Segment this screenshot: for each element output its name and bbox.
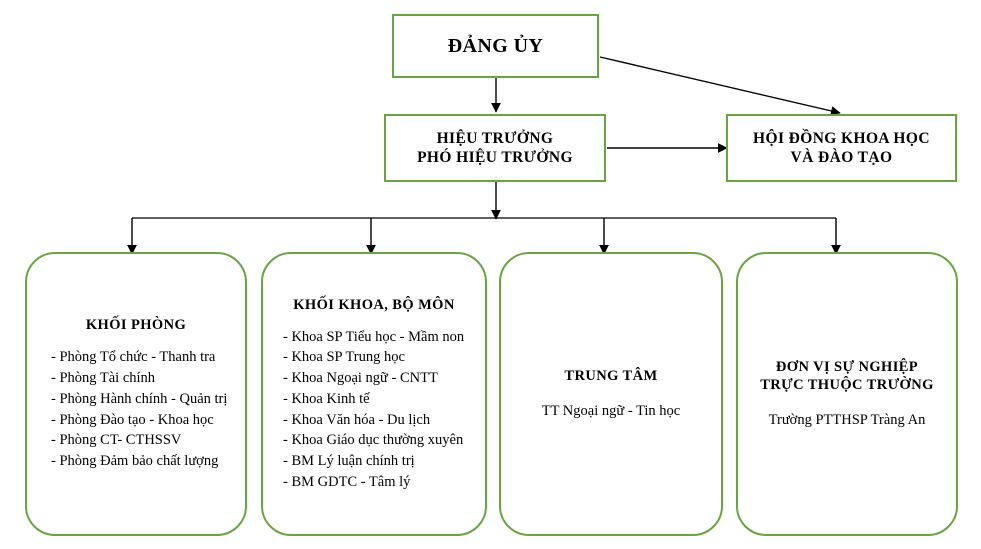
list-item: - BM Lý luận chính trị bbox=[283, 453, 415, 470]
list-item: - Phòng Tài chính bbox=[51, 370, 156, 387]
node-don-vi-subtitle: Trường PTTHSP Tràng An bbox=[768, 411, 926, 428]
node-hoi-dong-khoa-hoc[interactable]: HỘI ĐỒNG KHOA HỌC VÀ ĐÀO TẠO bbox=[726, 114, 957, 182]
node-hoi-dong-title-line-1: HỘI ĐỒNG KHOA HỌC bbox=[753, 129, 930, 147]
node-khoi-khoa-list: - Khoa SP Tiểu học - Mầm non - Khoa SP Tr… bbox=[263, 327, 464, 493]
list-item: - Phòng Đảm bảo chất lượng bbox=[51, 453, 219, 470]
list-item: - Phòng CT- CTHSSV bbox=[51, 432, 182, 449]
node-dang-uy[interactable]: ĐẢNG ỦY bbox=[392, 14, 599, 78]
node-hieu-truong-title-line-1: HIỆU TRƯỞNG bbox=[436, 129, 554, 147]
list-item: - Phòng Tổ chức - Thanh tra bbox=[51, 349, 216, 366]
node-trung-tam-title: TRUNG TÂM bbox=[564, 367, 658, 384]
list-item: - BM GDTC - Tâm lý bbox=[283, 473, 411, 490]
node-trung-tam-subtitle: TT Ngoại ngữ - Tin học bbox=[541, 402, 681, 419]
node-hieu-truong[interactable]: HIỆU TRƯỞNG PHÓ HIỆU TRƯỞNG bbox=[384, 114, 606, 182]
node-hieu-truong-title: HIỆU TRƯỞNG PHÓ HIỆU TRƯỞNG bbox=[417, 129, 573, 168]
node-hoi-dong-khoa-hoc-title: HỘI ĐỒNG KHOA HỌC VÀ ĐÀO TẠO bbox=[753, 129, 930, 168]
list-item: - Phòng Hành chính - Quản trị bbox=[51, 390, 228, 407]
node-don-vi-title-line-1: ĐƠN VỊ SỰ NGHIỆP bbox=[775, 358, 919, 375]
node-dang-uy-title: ĐẢNG ỦY bbox=[447, 34, 544, 57]
node-khoi-phong[interactable]: KHỐI PHÒNG - Phòng Tổ chức - Thanh tra- … bbox=[25, 252, 247, 536]
list-item: - Phòng Đào tạo - Khoa học bbox=[51, 411, 214, 428]
node-don-vi-su-nghiep[interactable]: ĐƠN VỊ SỰ NGHIỆP TRỰC THUỘC TRƯỜNG Trườn… bbox=[736, 252, 958, 536]
node-khoi-khoa-title: KHỐI KHOA, BỘ MÔN bbox=[293, 296, 455, 313]
node-khoi-phong-title: KHỐI PHÒNG bbox=[85, 317, 187, 334]
node-khoi-phong-list: - Phòng Tổ chức - Thanh tra - Phòng Tài c… bbox=[27, 347, 227, 471]
list-item: - Khoa Ngoại ngữ - CNTT bbox=[283, 370, 438, 387]
list-item: - Khoa Kinh tế bbox=[283, 390, 370, 407]
list-item: - Khoa SP Tiểu học - Mầm non bbox=[283, 328, 465, 345]
node-khoi-khoa-bo-mon[interactable]: KHỐI KHOA, BỘ MÔN - Khoa SP Tiểu học - M… bbox=[261, 252, 487, 536]
node-hieu-truong-title-line-2: PHÓ HIỆU TRƯỞNG bbox=[417, 149, 573, 166]
node-don-vi-title-line-2: TRỰC THUỘC TRƯỜNG bbox=[760, 376, 934, 393]
node-hoi-dong-title-line-2: VÀ ĐÀO TẠO bbox=[790, 149, 893, 166]
node-trung-tam[interactable]: TRUNG TÂM TT Ngoại ngữ - Tin học bbox=[499, 252, 723, 536]
connector-dangui-to-hoidong bbox=[599, 56, 841, 116]
list-item: - Khoa Văn hóa - Du lịch bbox=[283, 411, 431, 428]
node-don-vi-title: ĐƠN VỊ SỰ NGHIỆP TRỰC THUỘC TRƯỜNG bbox=[760, 358, 934, 394]
list-item: - Khoa Giáo dục thường xuyên bbox=[283, 432, 464, 449]
list-item: - Khoa SP Trung học bbox=[283, 349, 405, 366]
